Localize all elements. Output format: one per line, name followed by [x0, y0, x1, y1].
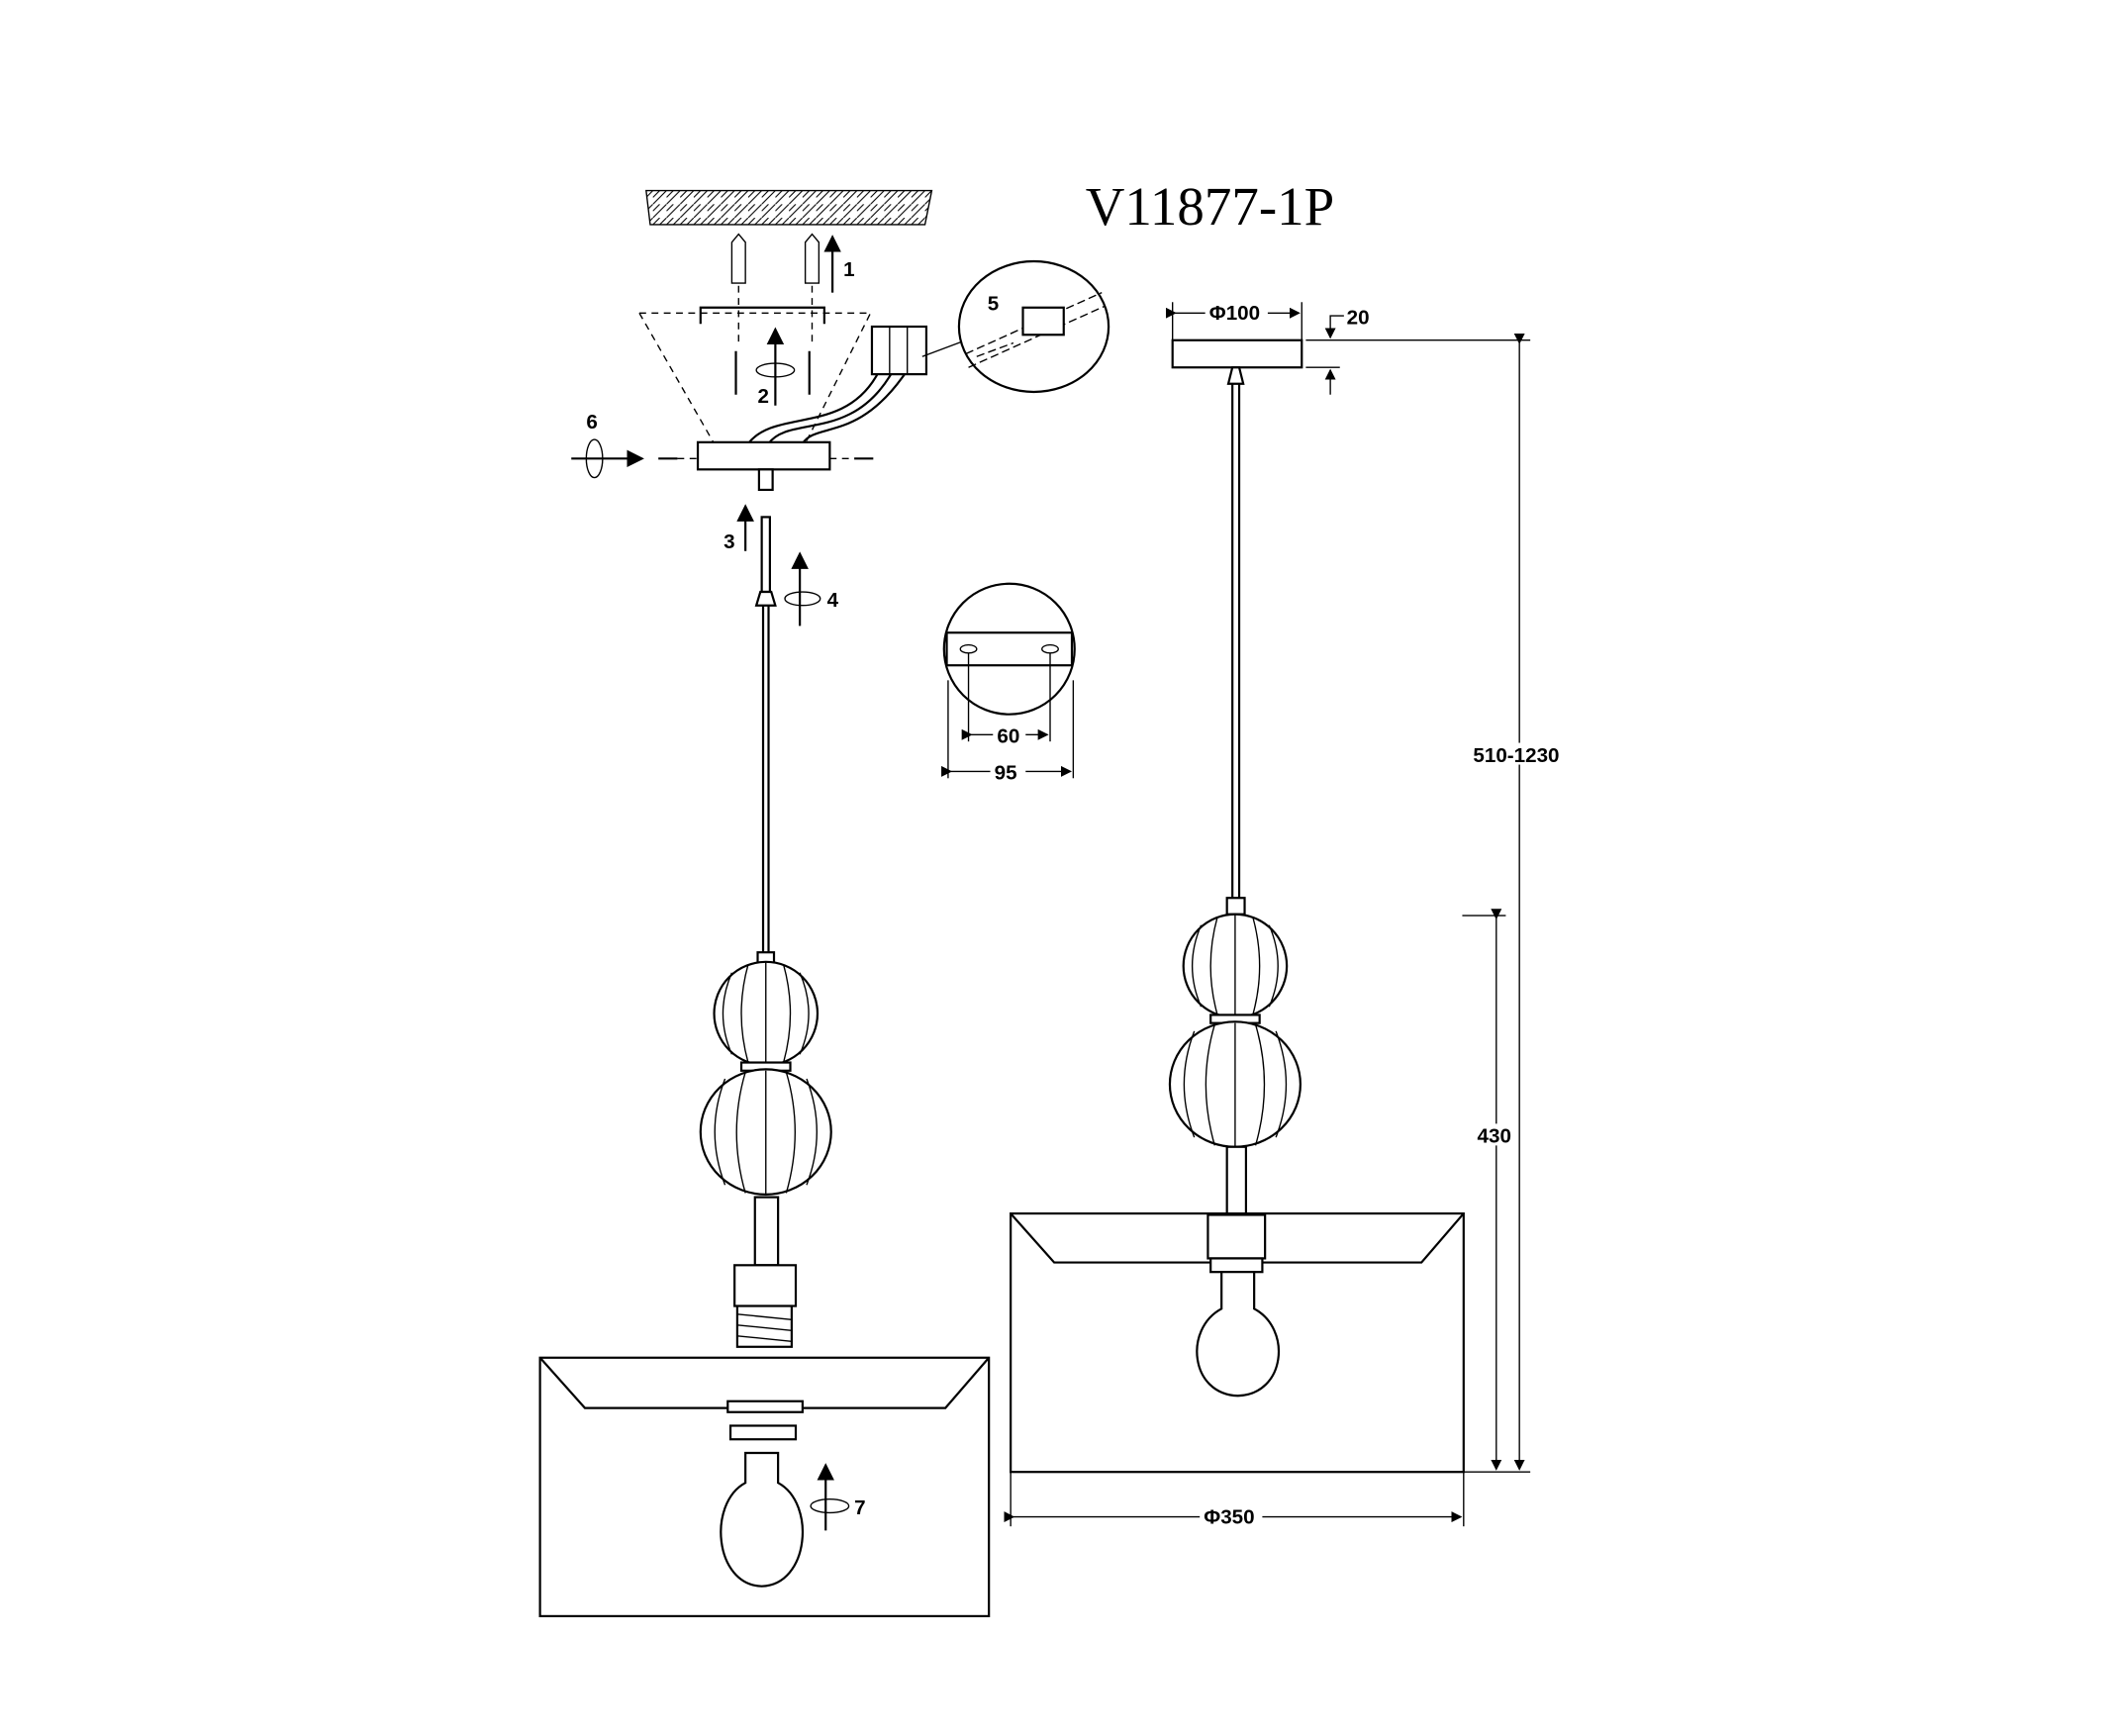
dim-95: 95: [995, 762, 1017, 785]
socket: [733, 1264, 798, 1307]
canopy-outline: [638, 312, 872, 444]
light-bulb: [720, 1451, 805, 1588]
canopy: [696, 440, 831, 471]
shade-ring: [726, 1399, 804, 1413]
bracket-detail: 60 95: [941, 582, 1076, 785]
cable-grip: [754, 590, 777, 607]
dim-total-height: 510-1230: [1473, 744, 1559, 767]
dim-60: 60: [997, 725, 1019, 748]
dim-canopy-height: 20: [1347, 306, 1370, 329]
rotate-icon: [755, 362, 796, 378]
exploded-assembly: 1 2 5 6 3 4: [538, 189, 1110, 1617]
stem: [753, 1196, 780, 1267]
canopy: [1171, 338, 1303, 369]
step-6-label: 6: [586, 411, 597, 434]
step-3-label: 3: [723, 530, 734, 553]
glass-spheres: [1168, 913, 1302, 1148]
assembled-product: Φ100 20 Φ350 510-123: [1004, 302, 1565, 1528]
terminal-block: [870, 325, 928, 376]
bulb-holder: [728, 1424, 798, 1441]
dim-canopy-diameter: Φ100: [1209, 302, 1260, 325]
socket: [1206, 1213, 1267, 1260]
ceiling: [645, 189, 933, 226]
dim-shade-diameter: Φ350: [1204, 1505, 1254, 1528]
step-5-label: 5: [988, 293, 999, 316]
threaded-rod: [760, 516, 771, 594]
stem: [1225, 1145, 1248, 1216]
step-4-label: 4: [827, 589, 839, 612]
dim-body-height: 430: [1478, 1125, 1511, 1148]
light-bulb: [1196, 1271, 1280, 1398]
model-title: V11877-1P: [1086, 176, 1334, 237]
wall-anchor-icon: [730, 233, 820, 284]
step-7-label: 7: [854, 1496, 865, 1519]
step-1-label: 1: [843, 258, 854, 281]
wires: [747, 373, 906, 444]
nipple: [757, 468, 774, 492]
rotate-icon: [585, 438, 604, 479]
screws: [734, 350, 811, 395]
glass-spheres: [699, 960, 832, 1196]
mounting-bracket: [699, 306, 825, 325]
step-2-label: 2: [758, 385, 769, 408]
